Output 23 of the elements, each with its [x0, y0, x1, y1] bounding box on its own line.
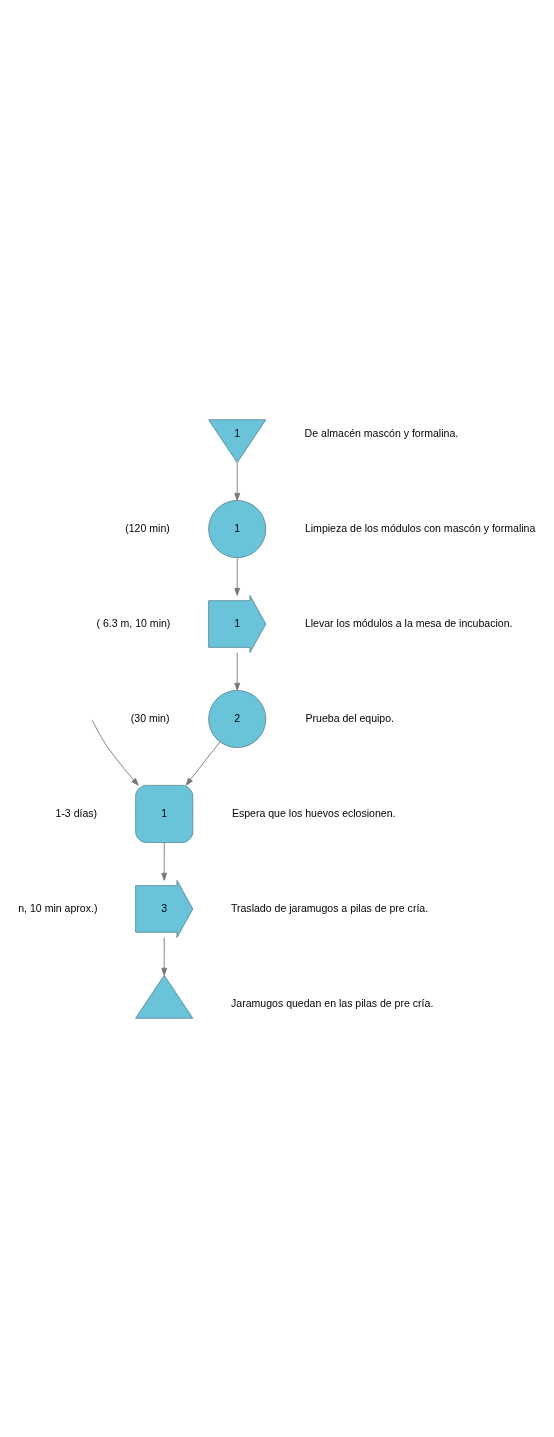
node-label: Jaramugos quedan en las pilas de pre cría. [231, 996, 434, 1009]
node-label: ( 6.3 m, 10 min) [96, 616, 171, 629]
node-circle: 1 [208, 499, 267, 558]
arrow [161, 841, 168, 881]
node-label: De almacén mascón y formalina. [304, 426, 459, 439]
node-box: 1 [135, 784, 194, 843]
arrow [91, 718, 139, 786]
node-label: 1-3 días) [55, 806, 98, 819]
node-label: Llevar los módulos a la mesa de incubacion. [304, 616, 513, 629]
node-label: Traslado de jaramugos a pilas de pre cría. [230, 901, 429, 914]
node-triangle [135, 974, 194, 1019]
node-label: (30 min) [130, 711, 170, 724]
node-label: n, 10 min aprox.) [18, 901, 98, 914]
arrow [234, 556, 241, 596]
arrow [161, 936, 168, 976]
arrow [185, 741, 221, 786]
arrow [234, 461, 241, 501]
node-circle: 2 [208, 689, 267, 748]
node-label: Prueba del equipo. [305, 711, 395, 724]
arrow [234, 651, 241, 691]
node-label: Limpieza de los módulos con mascón y formalina [304, 521, 536, 534]
node-label: (120 min) [125, 521, 170, 534]
node-label: Espera que los huevos eclosionen. [231, 806, 396, 819]
